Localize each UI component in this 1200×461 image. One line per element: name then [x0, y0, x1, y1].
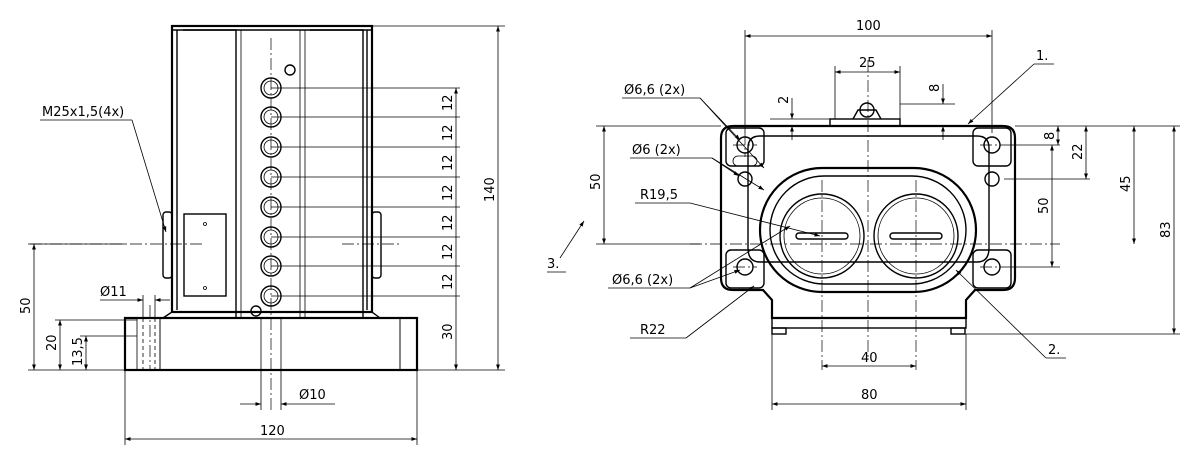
dim-30: 30: [441, 323, 456, 340]
front-view: 100 25 8 2 Ø6,6 (2x) Ø6 (2x) R19,5 Ø6,6 …: [547, 19, 1180, 410]
dim-pitch-5: 12: [441, 214, 456, 231]
callout-2: 2.: [1048, 343, 1060, 358]
housing: [170, 24, 374, 314]
actuator-disc-right: [873, 193, 959, 279]
dim-r19-5: R19,5: [640, 188, 678, 203]
dim-20: 20: [45, 334, 60, 351]
dim-140: 140: [483, 177, 498, 202]
dim-r22: R22: [640, 323, 666, 338]
indicator-column: [260, 77, 282, 307]
label-plate: [183, 213, 227, 297]
dim-hole66-top: Ø6,6 (2x): [624, 83, 685, 98]
dim-40: 40: [861, 351, 878, 366]
cable-entry-left: [162, 211, 173, 279]
plunger: [829, 118, 901, 127]
dim-pitch-6: 12: [441, 243, 456, 260]
dim-8-right: 8: [1043, 132, 1058, 140]
dim-d10: Ø10: [299, 388, 326, 403]
dim-50: 50: [19, 297, 34, 314]
dim-hole66-bot: Ø6,6 (2x): [612, 273, 673, 288]
dim-80: 80: [861, 388, 878, 403]
dim-pitch-1: 12: [441, 94, 456, 111]
dim-83: 83: [1159, 221, 1174, 238]
dim-8-top: 8: [928, 84, 943, 92]
callout-1: 1.: [1036, 49, 1048, 64]
dim-2: 2: [777, 96, 792, 104]
dim-13-5: 13,5: [71, 337, 86, 366]
dim-22: 22: [1071, 143, 1086, 160]
dim-pitch-4: 12: [441, 184, 456, 201]
dim-hole6: Ø6 (2x): [632, 143, 681, 158]
dim-50-right: 50: [1037, 197, 1052, 214]
dim-pitch-3: 12: [441, 154, 456, 171]
dim-d11: Ø11: [100, 285, 127, 300]
dim-pitch-7: 12: [441, 273, 456, 290]
dim-45: 45: [1119, 175, 1134, 192]
hole-ml: [737, 171, 753, 187]
dim-120: 120: [260, 424, 285, 439]
dim-pitch-2: 12: [441, 124, 456, 141]
callout-3: 3.: [547, 257, 559, 272]
hole-mr: [984, 171, 1000, 187]
dim-100: 100: [856, 19, 881, 34]
dim-50-left: 50: [589, 173, 604, 190]
cable-entry-right: [371, 211, 382, 279]
actuator-disc-left: [779, 193, 865, 279]
dim-25: 25: [859, 56, 876, 71]
thread-callout: M25x1,5(4x): [42, 105, 124, 120]
side-view: M25x1,5(4x) Ø11 Ø10 120 140 50 20 13,5 3…: [19, 24, 505, 445]
